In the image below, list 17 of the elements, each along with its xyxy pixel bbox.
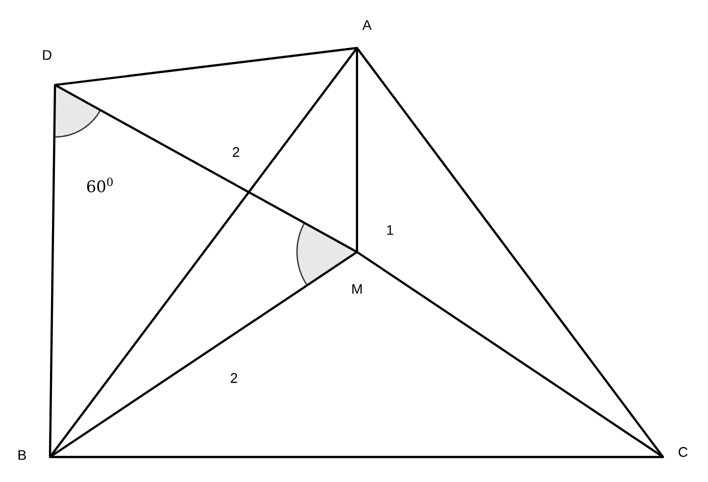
length-label: 1: [385, 224, 395, 236]
line-segment: [54, 84, 358, 253]
line-segment: [49, 251, 358, 458]
point-label: M: [352, 284, 362, 294]
point-label: C: [678, 447, 688, 457]
line-segment: [356, 47, 358, 253]
point-label: B: [18, 450, 26, 460]
line-segment: [54, 46, 358, 86]
length-label: 2: [231, 146, 241, 158]
point-label: D: [43, 50, 52, 60]
line-segment: [49, 456, 664, 458]
length-label: 2: [229, 372, 239, 384]
line-segment: [49, 47, 358, 458]
angle-label: 60$^{0}$: [87, 178, 113, 192]
line-segment: [48, 84, 56, 458]
line-segment: [356, 47, 664, 458]
point-label: A: [362, 20, 372, 30]
